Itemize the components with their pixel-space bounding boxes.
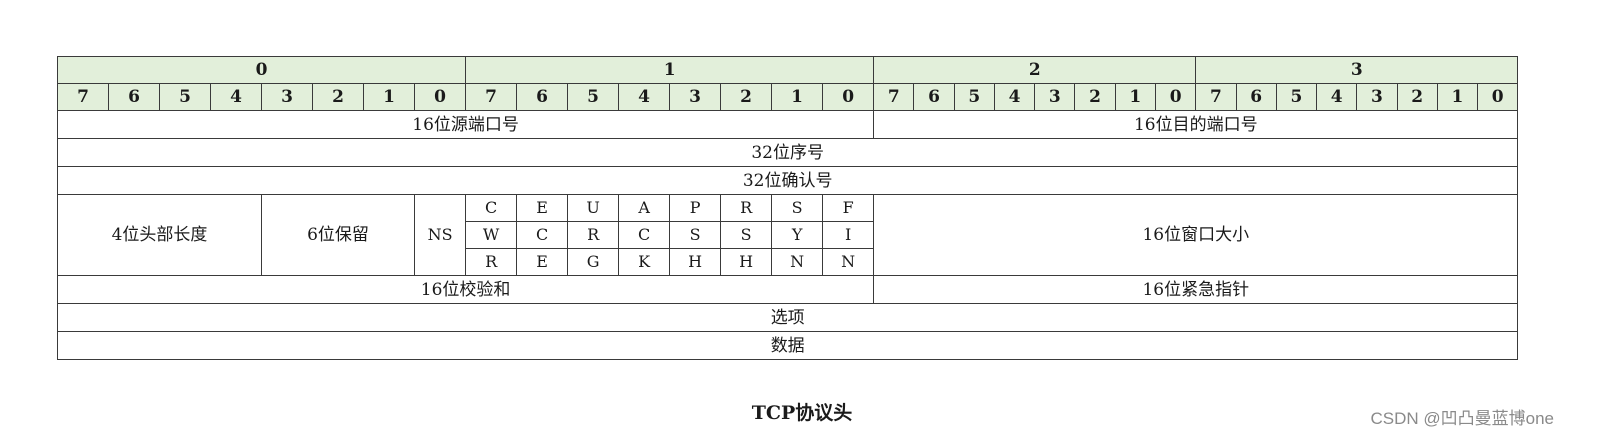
bit-label: 0 xyxy=(822,83,875,111)
bit-label: 1 xyxy=(1114,83,1156,111)
bit-label: 2 xyxy=(720,83,773,111)
ack-flag-char: K xyxy=(618,248,671,276)
checksum-field: 16位校验和 xyxy=(56,275,875,304)
source-port-field: 16位源端口号 xyxy=(56,110,875,139)
diagram-caption: TCP协议头 xyxy=(751,402,853,424)
bit-label: 0 xyxy=(1477,83,1519,111)
bit-label: 6 xyxy=(516,83,569,111)
bit-label: 5 xyxy=(567,83,620,111)
cwr-flag-char: C xyxy=(465,194,518,222)
syn-flag-char: N xyxy=(771,248,824,276)
bit-label: 4 xyxy=(1316,83,1358,111)
bit-label: 0 xyxy=(413,83,467,111)
bit-header-row: 7 6 5 4 3 2 1 0 7 6 5 4 3 2 1 0 7 6 5 4 … xyxy=(57,83,1519,111)
bit-label: 7 xyxy=(1195,83,1237,111)
psh-flag-char: P xyxy=(669,194,722,222)
bit-label: 6 xyxy=(913,83,955,111)
byte-2-label: 2 xyxy=(873,56,1197,84)
urg-flag-char: R xyxy=(567,221,620,249)
flags-row-1: 4位头部长度 6位保留 NS C E U A P R S F 16位窗口大小 xyxy=(57,194,1519,276)
tcp-header-table: 0 1 2 3 7 6 5 4 3 2 1 0 7 6 5 4 3 2 1 0 … xyxy=(56,56,1519,360)
bit-label: 3 xyxy=(1034,83,1076,111)
bit-label: 6 xyxy=(108,83,160,111)
checksum-row: 16位校验和 16位紧急指针 xyxy=(56,275,1519,304)
sequence-row: 32位序号 xyxy=(56,138,1519,167)
cwr-flag-char: W xyxy=(465,221,518,249)
bit-label: 5 xyxy=(1275,83,1318,111)
bit-label: 4 xyxy=(618,83,671,111)
bit-label: 3 xyxy=(261,83,313,111)
bit-label: 7 xyxy=(873,83,915,111)
urg-flag-char: U xyxy=(567,194,620,222)
byte-0-label: 0 xyxy=(56,56,467,84)
bit-label: 2 xyxy=(1074,83,1116,111)
bit-label: 1 xyxy=(771,83,824,111)
ece-flag-char: C xyxy=(516,221,569,249)
options-field: 选项 xyxy=(56,303,1519,332)
byte-header-row: 0 1 2 3 xyxy=(56,56,1519,84)
port-row: 16位源端口号 16位目的端口号 xyxy=(56,110,1519,139)
bit-label: 6 xyxy=(1235,83,1277,111)
fin-flag-char: F xyxy=(822,194,875,222)
bit-label: 4 xyxy=(993,83,1036,111)
cwr-flag-char: R xyxy=(465,248,518,276)
bit-label: 3 xyxy=(669,83,722,111)
byte-3-label: 3 xyxy=(1195,56,1519,84)
header-length-field: 4位头部长度 xyxy=(57,194,262,276)
ns-flag: NS xyxy=(413,194,467,276)
syn-flag-char: S xyxy=(771,194,824,222)
data-row: 数据 xyxy=(56,331,1519,360)
bit-label: 2 xyxy=(1396,83,1438,111)
window-size-field: 16位窗口大小 xyxy=(873,194,1519,276)
reserved-field: 6位保留 xyxy=(261,194,415,276)
options-row: 选项 xyxy=(56,303,1519,332)
fin-flag-char: N xyxy=(822,248,875,276)
rst-flag-char: R xyxy=(720,194,773,222)
ack-row: 32位确认号 xyxy=(56,166,1519,195)
watermark: CSDN @凹凸曼蓝博one xyxy=(1370,409,1554,428)
bit-label: 5 xyxy=(159,83,211,111)
psh-flag-char: S xyxy=(669,221,722,249)
bit-label: 7 xyxy=(57,83,109,111)
ack-flag-char: A xyxy=(618,194,671,222)
rst-flag-char: S xyxy=(720,221,773,249)
data-field: 数据 xyxy=(56,331,1519,360)
urgent-pointer-field: 16位紧急指针 xyxy=(873,275,1519,304)
bit-label: 7 xyxy=(465,83,518,111)
bit-label: 4 xyxy=(210,83,262,111)
bit-label: 5 xyxy=(953,83,995,111)
ack-number-field: 32位确认号 xyxy=(56,166,1519,195)
ece-flag-char: E xyxy=(516,248,569,276)
psh-flag-char: H xyxy=(669,248,722,276)
rst-flag-char: H xyxy=(720,248,773,276)
sequence-number-field: 32位序号 xyxy=(56,138,1519,167)
fin-flag-char: I xyxy=(822,221,875,249)
ack-flag-char: C xyxy=(618,221,671,249)
ece-flag-char: E xyxy=(516,194,569,222)
bit-label: 1 xyxy=(1436,83,1479,111)
syn-flag-char: Y xyxy=(771,221,824,249)
destination-port-field: 16位目的端口号 xyxy=(873,110,1519,139)
bit-label: 1 xyxy=(363,83,415,111)
bit-label: 2 xyxy=(312,83,364,111)
bit-label: 3 xyxy=(1356,83,1398,111)
byte-1-label: 1 xyxy=(465,56,875,84)
bit-label: 0 xyxy=(1154,83,1197,111)
urg-flag-char: G xyxy=(567,248,620,276)
